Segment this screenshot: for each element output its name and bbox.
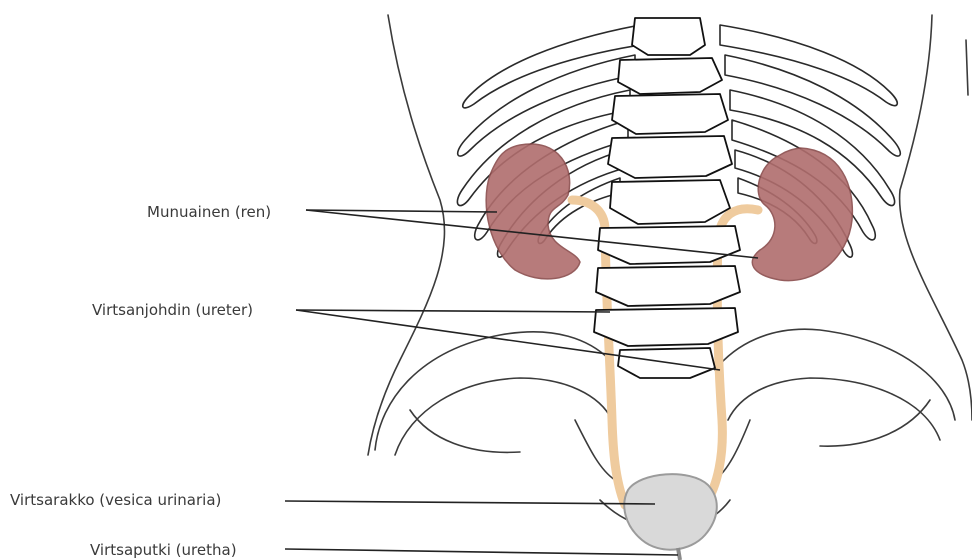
kidney-right <box>752 148 852 281</box>
bladder-leader <box>285 501 655 504</box>
kidney-leader-left <box>306 210 497 212</box>
bladder <box>624 474 717 550</box>
bladder-label: Virtsarakko (vesica urinaria) <box>10 491 221 509</box>
ureter-leader-left <box>296 310 610 312</box>
urethra <box>678 548 680 560</box>
ureter-label: Virtsanjohdin (ureter) <box>92 301 253 319</box>
urethra-leader <box>285 549 678 555</box>
kidney-label: Munuainen (ren) <box>147 203 271 221</box>
urethra-label: Virtsaputki (uretha) <box>90 541 237 559</box>
